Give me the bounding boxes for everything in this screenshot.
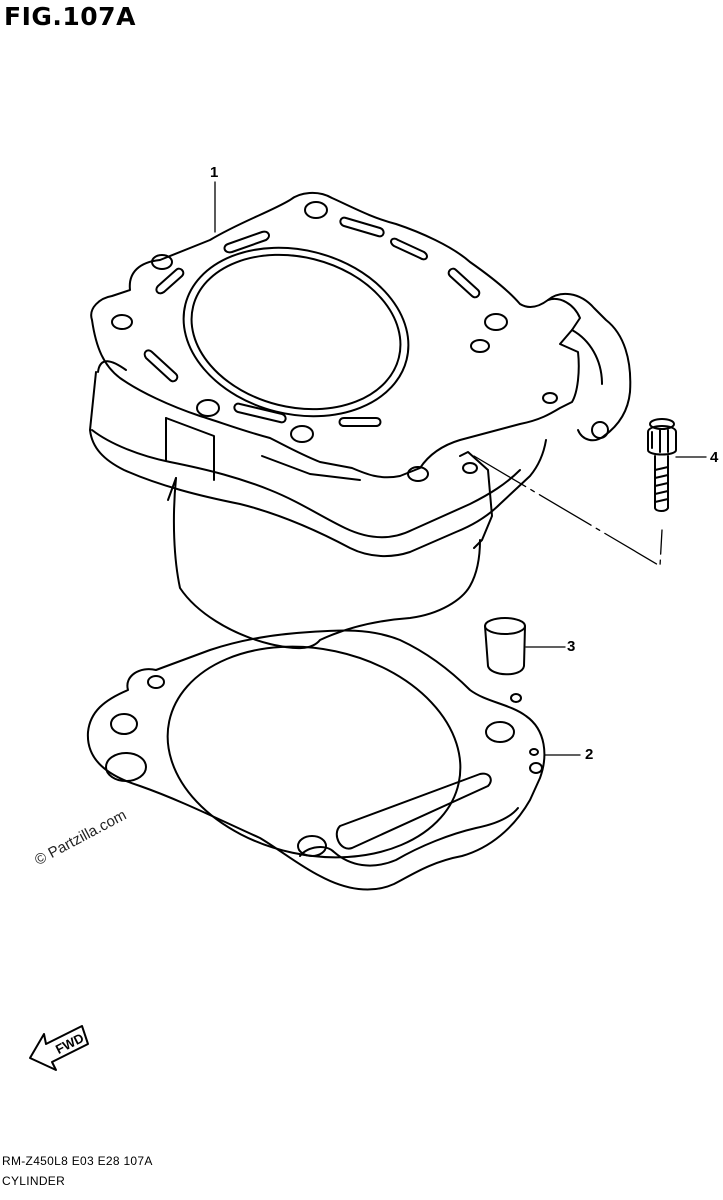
- leader-lines: [214, 181, 707, 756]
- callout-2: 2: [585, 746, 594, 763]
- callout-3: 3: [567, 638, 576, 655]
- bolt-drawing: [647, 418, 677, 512]
- cylinder-drawing: [89, 192, 632, 650]
- gasket-drawing: [86, 629, 546, 891]
- footer-figure-name: CYLINDER: [2, 1174, 66, 1188]
- fwd-arrow: [29, 1025, 89, 1071]
- callout-4: 4: [710, 449, 719, 466]
- dowel-pin-drawing: [484, 617, 526, 676]
- figure-title: FIG.107A: [4, 2, 136, 31]
- footer-model-code: RM-Z450L8 E03 E28 107A: [2, 1154, 153, 1168]
- callout-1: 1: [210, 164, 219, 181]
